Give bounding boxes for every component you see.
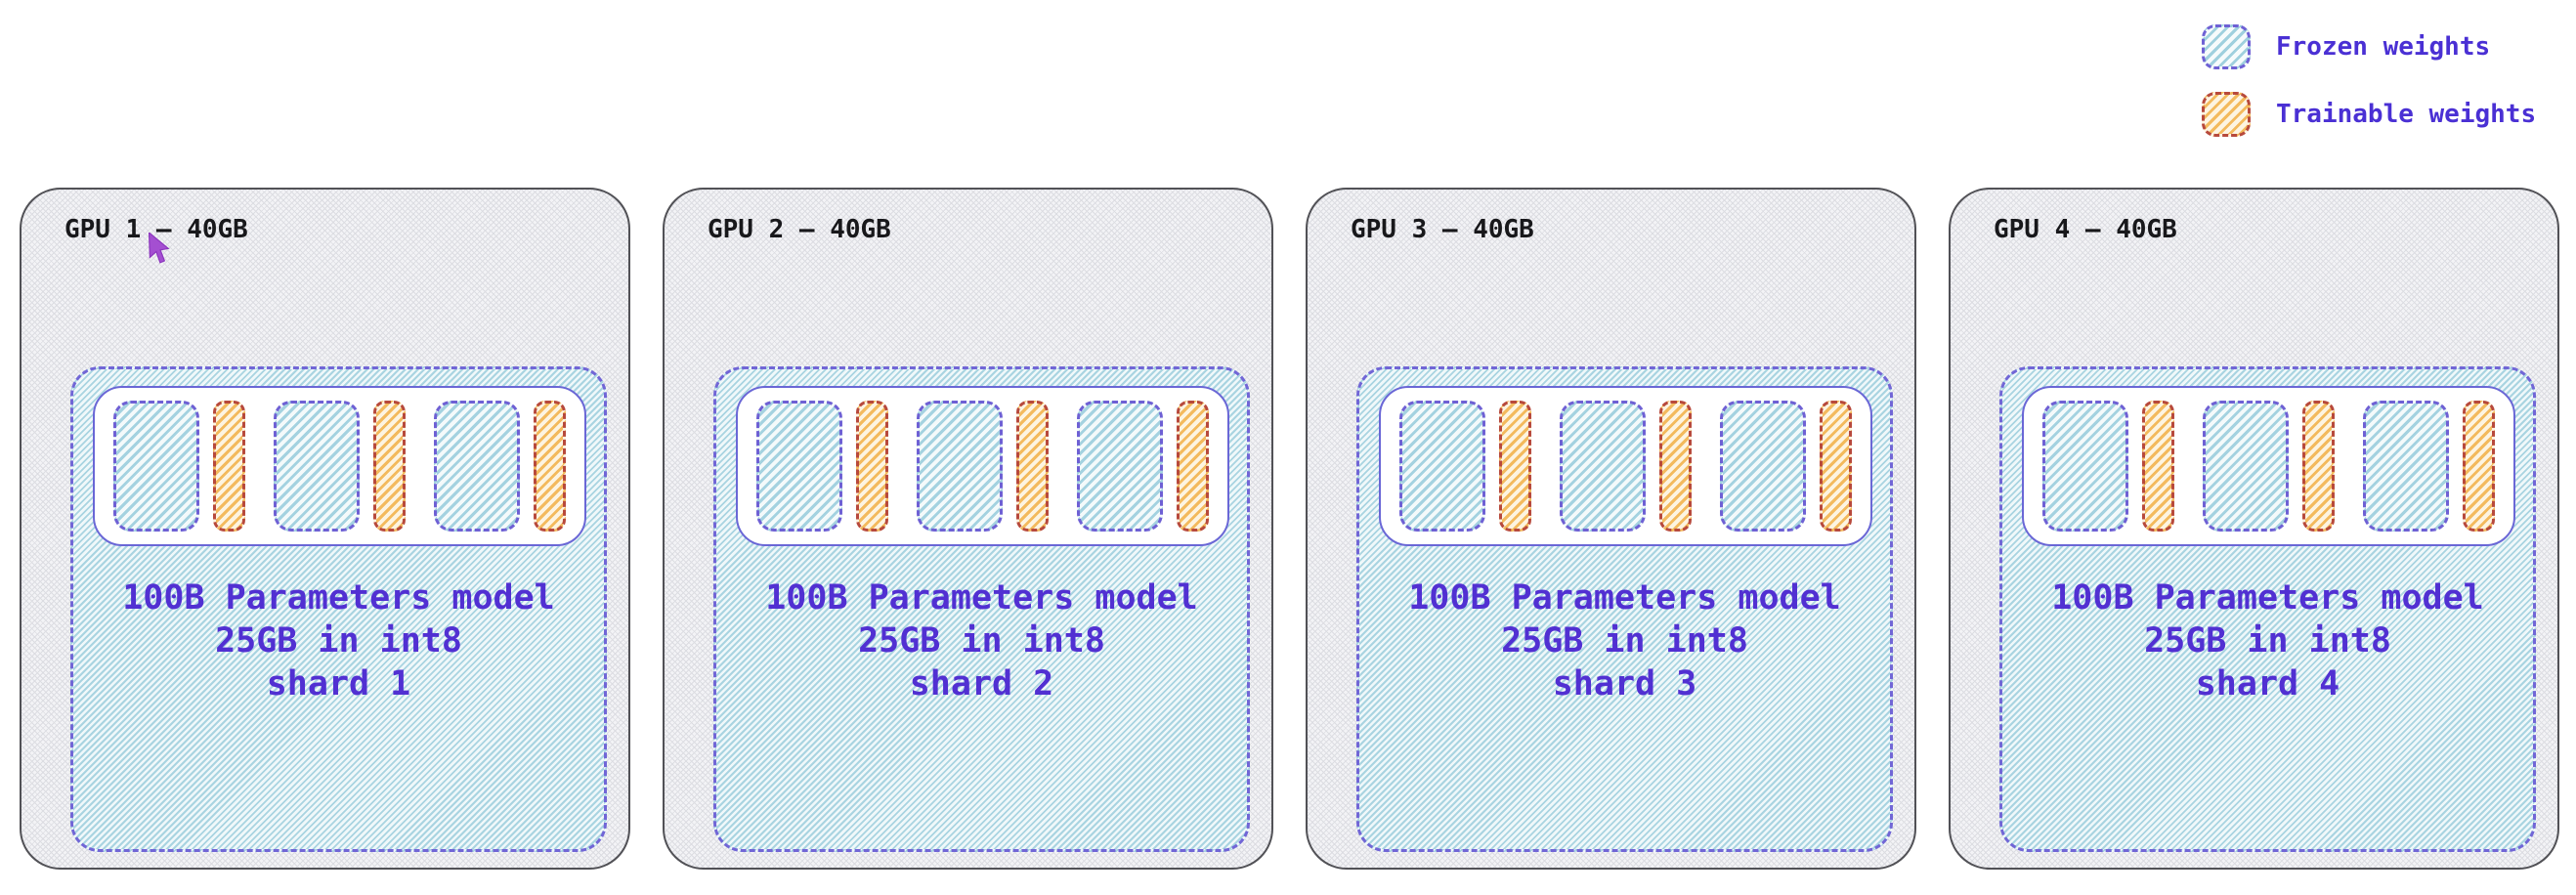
mouse-cursor-icon <box>148 233 170 264</box>
frozen-weights-block <box>1560 401 1646 532</box>
frozen-weights-block <box>2042 401 2128 532</box>
legend-item-trainable: Trainable weights <box>2202 91 2536 138</box>
weights-strip <box>736 386 1229 546</box>
trainable-weights-block <box>1499 401 1531 532</box>
model-label-line: 25GB in int8 <box>2144 621 2391 661</box>
frozen-weights-block <box>1077 401 1163 532</box>
frozen-weights-block <box>2203 401 2289 532</box>
layer-pair <box>756 401 888 532</box>
model-shard-region: 100B Parameters model 25GB in int8 shard… <box>70 366 607 852</box>
model-label: 100B Parameters model 25GB in int8 shard… <box>716 576 1247 705</box>
model-label-line: shard 2 <box>909 664 1054 703</box>
weights-strip <box>2022 386 2515 546</box>
trainable-weights-block <box>373 401 406 532</box>
frozen-weights-swatch-icon <box>2202 24 2251 69</box>
model-label-line: shard 1 <box>266 664 411 703</box>
model-shard-region: 100B Parameters model 25GB in int8 shard… <box>1356 366 1893 852</box>
layer-pair <box>1399 401 1531 532</box>
trainable-weights-block <box>2142 401 2174 532</box>
model-label-line: 25GB in int8 <box>1501 621 1748 661</box>
model-shard-region: 100B Parameters model 25GB in int8 shard… <box>713 366 1250 852</box>
frozen-weights-block <box>113 401 199 532</box>
legend-label-frozen: Frozen weights <box>2276 32 2491 62</box>
gpu-title: GPU 2 – 40GB <box>708 215 891 244</box>
model-label: 100B Parameters model 25GB in int8 shard… <box>73 576 604 705</box>
layer-pair <box>2363 401 2495 532</box>
trainable-weights-swatch-icon <box>2202 92 2251 137</box>
legend-label-trainable: Trainable weights <box>2276 100 2537 129</box>
trainable-weights-block <box>1659 401 1692 532</box>
trainable-weights-block <box>213 401 245 532</box>
frozen-weights-block <box>274 401 360 532</box>
trainable-weights-block <box>534 401 566 532</box>
frozen-weights-block <box>917 401 1003 532</box>
trainable-weights-block <box>856 401 888 532</box>
layer-pair <box>1077 401 1209 532</box>
gpu-card-3: GPU 3 – 40GB 100B Parameters model 25G <box>1306 188 1916 870</box>
gpu-card-4: GPU 4 – 40GB 100B Parameters model 25G <box>1949 188 2559 870</box>
legend-item-frozen: Frozen weights <box>2202 23 2536 70</box>
model-label-line: 25GB in int8 <box>858 621 1105 661</box>
trainable-weights-block <box>2463 401 2495 532</box>
trainable-weights-block <box>1177 401 1209 532</box>
model-label: 100B Parameters model 25GB in int8 shard… <box>1359 576 1890 705</box>
model-label-line: shard 3 <box>1552 664 1697 703</box>
weights-strip <box>1379 386 1872 546</box>
gpu-card-2: GPU 2 – 40GB 100B Parameters model 25G <box>663 188 1273 870</box>
model-label-line: 100B Parameters model <box>122 578 555 618</box>
gpu-title: GPU 3 – 40GB <box>1351 215 1534 244</box>
model-label-line: 100B Parameters model <box>1408 578 1841 618</box>
model-label-line: shard 4 <box>2195 664 2340 703</box>
model-shard-region: 100B Parameters model 25GB in int8 shard… <box>1999 366 2536 852</box>
gpu-cards-row: GPU 1 – 40GB 100B Parameters <box>20 188 2559 870</box>
model-label-line: 100B Parameters model <box>765 578 1198 618</box>
model-label-line: 100B Parameters model <box>2051 578 2484 618</box>
gpu-title: GPU 4 – 40GB <box>1994 215 2177 244</box>
frozen-weights-block <box>2363 401 2449 532</box>
frozen-weights-block <box>1399 401 1485 532</box>
trainable-weights-block <box>1820 401 1852 532</box>
trainable-weights-block <box>2302 401 2335 532</box>
layer-pair <box>2203 401 2335 532</box>
frozen-weights-block <box>434 401 520 532</box>
layer-pair <box>274 401 406 532</box>
layer-pair <box>113 401 245 532</box>
frozen-weights-block <box>756 401 842 532</box>
layer-pair <box>917 401 1049 532</box>
layer-pair <box>1560 401 1692 532</box>
trainable-weights-block <box>1016 401 1049 532</box>
legend: Frozen weights Trainable weights <box>2202 23 2536 158</box>
layer-pair <box>434 401 566 532</box>
model-label-line: 25GB in int8 <box>215 621 462 661</box>
weights-strip <box>93 386 586 546</box>
gpu-card-1: GPU 1 – 40GB 100B Parameters <box>20 188 630 870</box>
layer-pair <box>2042 401 2174 532</box>
model-label: 100B Parameters model 25GB in int8 shard… <box>2002 576 2533 705</box>
frozen-weights-block <box>1720 401 1806 532</box>
layer-pair <box>1720 401 1852 532</box>
